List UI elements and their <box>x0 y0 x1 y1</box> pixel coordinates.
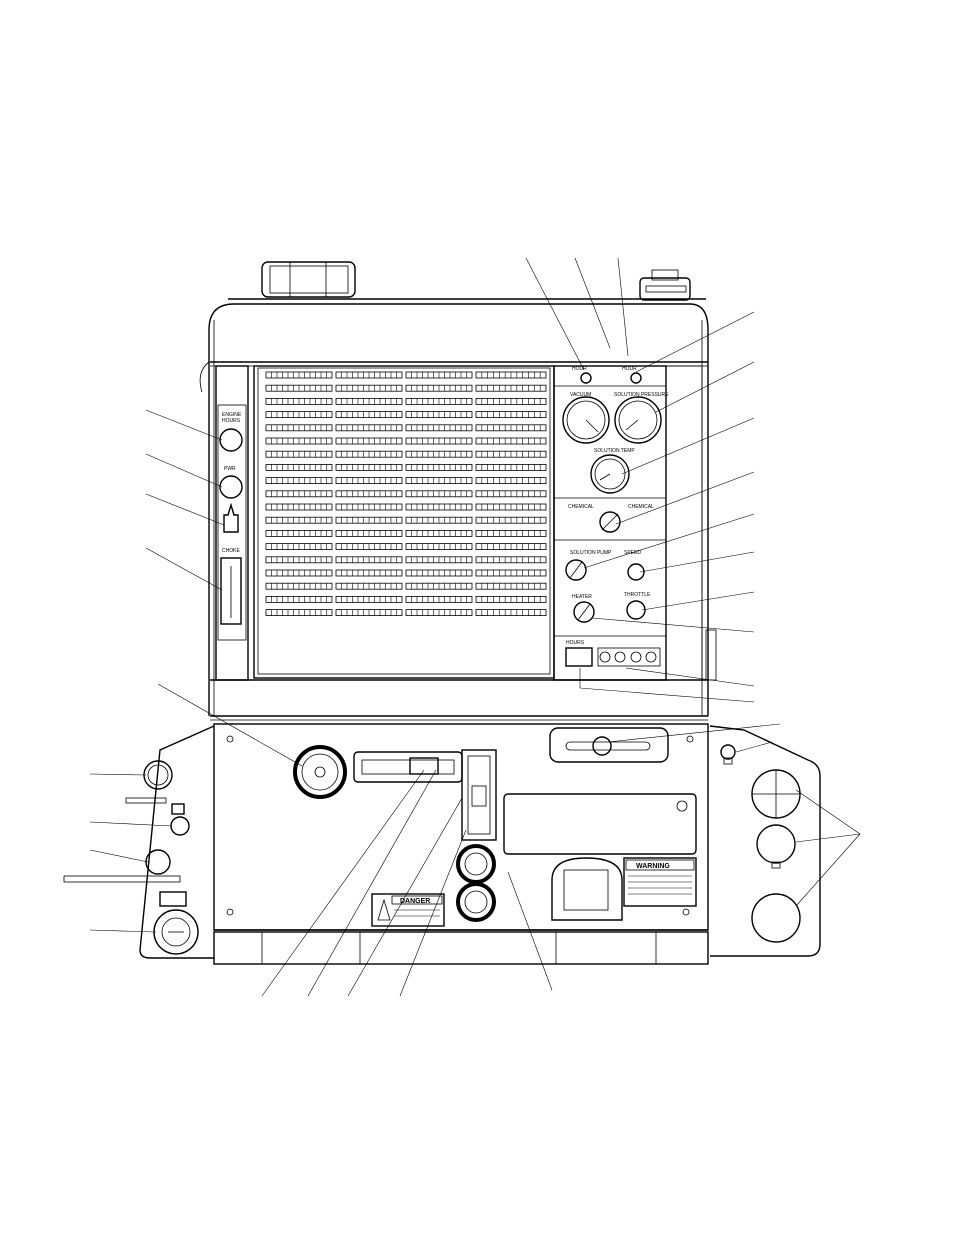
svg-text:SPEED: SPEED <box>624 550 641 556</box>
radiator-grille <box>253 365 555 679</box>
left-control-strip: ENGINE HOURS PWR CHOKE <box>215 365 249 681</box>
svg-text:CHEMICAL: CHEMICAL <box>568 504 594 510</box>
svg-text:HOUR: HOUR <box>622 366 637 372</box>
leader-lines <box>89 257 861 997</box>
svg-text:HEATER: HEATER <box>572 594 592 600</box>
svg-text:PWR: PWR <box>224 466 236 472</box>
svg-text:SOLUTION PUMP: SOLUTION PUMP <box>570 550 612 556</box>
fill-cap-top <box>639 269 691 301</box>
svg-text:HOURS: HOURS <box>566 640 585 646</box>
svg-text:CHEMICAL: CHEMICAL <box>628 504 654 510</box>
right-bracket <box>709 725 821 957</box>
svg-text:HOUR: HOUR <box>572 366 587 372</box>
svg-text:SOLUTION TEMP: SOLUTION TEMP <box>594 448 635 454</box>
danger-decal-label: DANGER <box>400 898 430 905</box>
left-bracket <box>63 725 215 959</box>
gauge-panel: HOUR HOUR VACUUM SOLUTION PRESSURE SOLUT… <box>553 365 703 681</box>
lower-cabinet: WARNING DANGER <box>213 723 709 965</box>
warning-decal-label: WARNING <box>636 863 670 870</box>
top-handle-block <box>261 261 356 298</box>
svg-text:THROTTLE: THROTTLE <box>624 592 651 598</box>
grille-slots <box>265 371 547 616</box>
svg-text:ENGINE: ENGINE <box>222 412 242 418</box>
svg-text:SOLUTION PRESSURE: SOLUTION PRESSURE <box>614 392 669 398</box>
svg-text:VACUUM: VACUUM <box>570 392 591 398</box>
svg-text:CHOKE: CHOKE <box>222 548 240 554</box>
svg-text:HOURS: HOURS <box>222 418 241 424</box>
